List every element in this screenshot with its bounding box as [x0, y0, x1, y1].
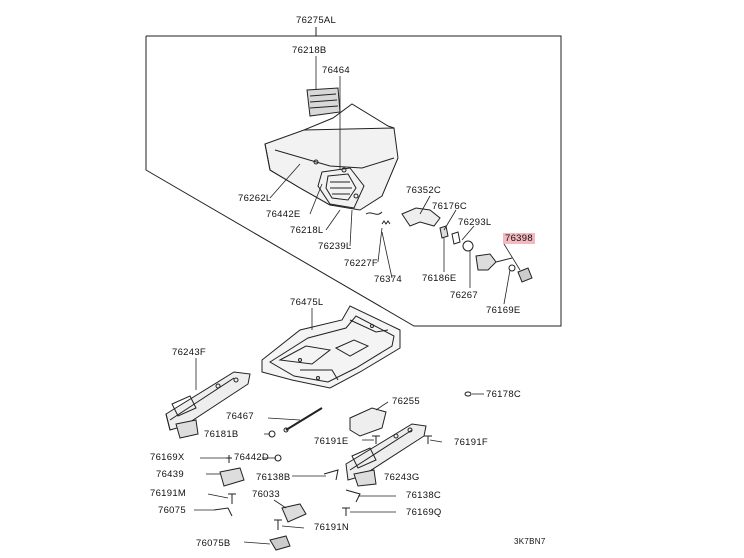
part-label-76255: 76255 [392, 396, 420, 407]
part-label-76442E: 76442E [266, 209, 301, 220]
part-label-76227F: 76227F [344, 258, 379, 269]
part-label-76243F: 76243F [172, 347, 207, 358]
part-label-76191E: 76191E [314, 436, 349, 447]
part-label-76075B: 76075B [196, 538, 231, 549]
damper-drawing [284, 408, 322, 432]
left-rail-drawing [166, 372, 250, 438]
part-label-76262L: 76262L [238, 193, 272, 204]
part-label-76464: 76464 [322, 65, 350, 76]
hardware-drawing [214, 392, 471, 550]
part-label-76181B: 76181B [204, 429, 239, 440]
leader-lines [194, 56, 520, 544]
part-label-76191M: 76191M [150, 488, 187, 499]
part-label-76467: 76467 [226, 411, 254, 422]
assembly-boundary [146, 36, 561, 326]
part-label-76138C: 76138C [406, 490, 442, 501]
footer-code: 3K7BN7 [514, 537, 546, 546]
part-label-76475L: 76475L [290, 297, 324, 308]
part-label-76239L: 76239L [318, 241, 352, 252]
lower-tray-drawing [262, 306, 400, 388]
right-rail-drawing [346, 424, 426, 486]
assembly-label: 76275AL [296, 15, 337, 26]
part-label-76398: 76398 [503, 233, 535, 244]
part-label-76191F: 76191F [454, 437, 489, 448]
part-label-76033: 76033 [252, 489, 280, 500]
bracket-drawing [350, 408, 386, 436]
part-label-76243G: 76243G [384, 472, 420, 483]
part-label-76186E: 76186E [422, 273, 457, 284]
part-label-76191N: 76191N [314, 522, 350, 533]
console-lid-drawing [265, 104, 398, 210]
part-label-76138B: 76138B [256, 472, 291, 483]
part-label-76075: 76075 [158, 505, 186, 516]
part-label-76218L: 76218L [290, 225, 324, 236]
part-label-76218B: 76218B [292, 45, 327, 56]
part-label-76169E: 76169E [486, 305, 521, 316]
part-label-76352C: 76352C [406, 185, 442, 196]
part-label-76439: 76439 [156, 469, 184, 480]
pad-drawing [307, 88, 340, 116]
part-label-76442D: 76442D [234, 452, 270, 463]
latch-parts-drawing [366, 208, 532, 282]
part-label-76267: 76267 [450, 290, 478, 301]
part-label-76169Q: 76169Q [406, 507, 442, 518]
part-label-76169X: 76169X [150, 452, 185, 463]
part-label-76178C: 76178C [486, 389, 522, 400]
part-label-76374: 76374 [374, 274, 402, 285]
part-label-76293L: 76293L [458, 217, 492, 228]
part-label-76176C: 76176C [432, 201, 468, 212]
